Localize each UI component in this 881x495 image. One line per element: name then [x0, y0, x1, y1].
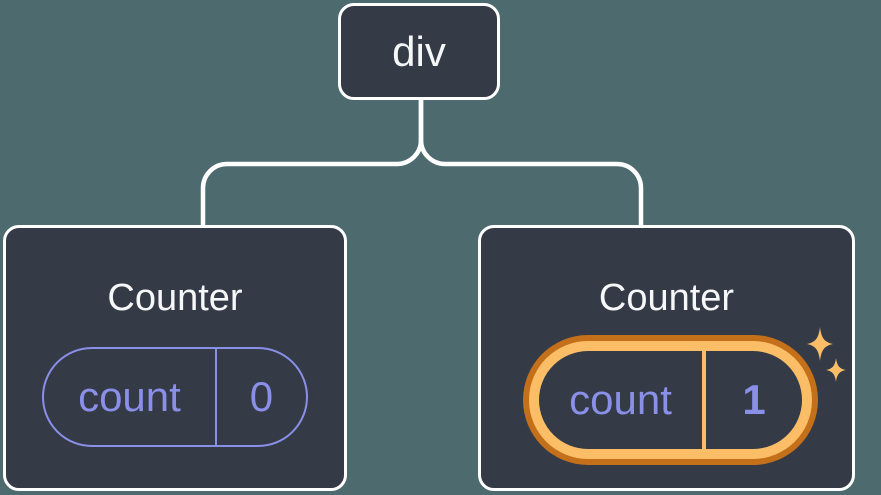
state-pill: count 0 [42, 347, 308, 447]
root-node-div: div [338, 3, 500, 100]
state-key-label: count [78, 373, 181, 420]
counter-card-first: Counter count 0 [3, 225, 347, 491]
connector-right-branch [418, 97, 644, 229]
state-pill-highlighted: count 1 [539, 351, 802, 449]
sparkle-small-icon [826, 358, 846, 382]
connector-left-branch [200, 97, 424, 229]
highlight-ring-outer: count 1 [523, 335, 818, 465]
sparkle-large-icon [807, 327, 833, 361]
state-value-cell: 1 [706, 351, 802, 449]
state-value: 1 [742, 376, 766, 423]
state-value: 0 [249, 373, 274, 420]
state-key-label: count [569, 376, 672, 423]
state-key-cell: count [44, 349, 217, 445]
root-node-label: div [392, 27, 446, 75]
highlight-ring-inner: count 1 [529, 341, 812, 459]
component-title: Counter [107, 277, 243, 319]
state-key-cell: count [539, 351, 706, 449]
sparkles-icon [807, 327, 846, 382]
counter-card-second: Counter count 1 [478, 225, 855, 491]
component-title: Counter [598, 277, 735, 319]
state-value-cell: 0 [217, 349, 306, 445]
